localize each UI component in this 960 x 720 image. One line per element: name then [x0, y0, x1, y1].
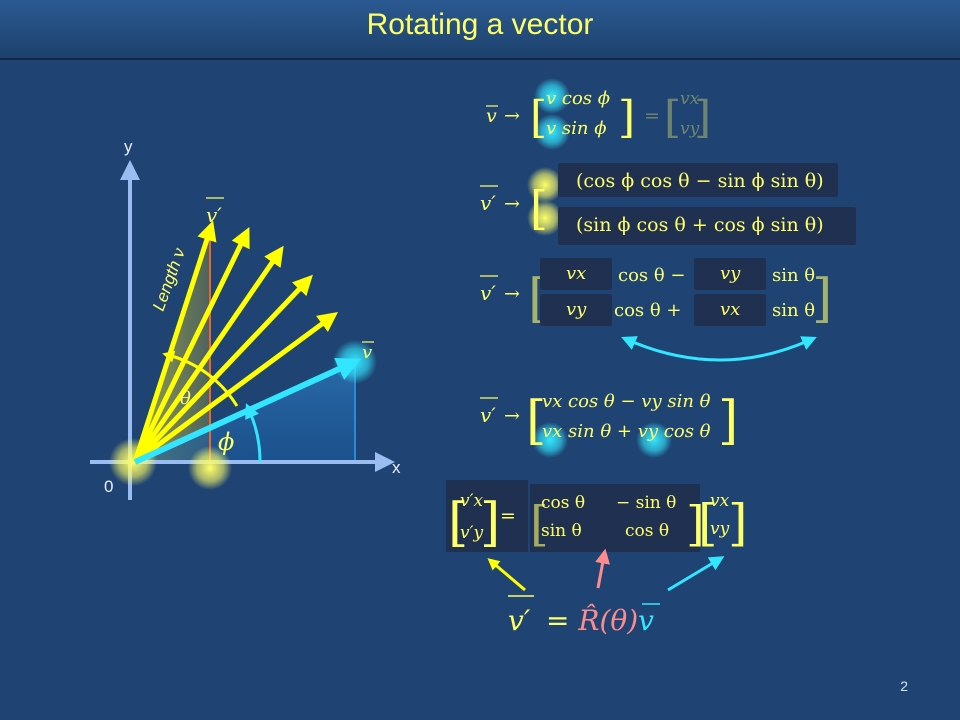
vprime-label: v′	[206, 203, 222, 227]
eq1-row1: v cos ϕ	[546, 88, 610, 109]
page-number: 2	[900, 678, 908, 694]
matrix-lhs-box	[446, 480, 528, 552]
eq2-lhs: v′	[480, 191, 496, 215]
rotation-matrix-box	[530, 484, 700, 552]
col-rb: ]	[728, 494, 748, 552]
matrix-lhs-2: v′y	[460, 523, 483, 543]
eq4-row1: vx cos θ − vy sin θ	[542, 391, 711, 412]
eq2-glow-top	[527, 167, 563, 203]
eq1-c1: vx	[680, 89, 700, 109]
eq3-arrow: →	[504, 283, 520, 305]
eq3-box-a2	[540, 294, 612, 326]
eq2-box-1	[558, 163, 838, 197]
eq3-box-b1	[694, 258, 766, 290]
eq1-glow-top	[534, 78, 570, 114]
eq3-rbracket: ]	[812, 269, 832, 329]
eq2-box-2	[558, 207, 856, 245]
eq3-box-a1	[540, 258, 612, 290]
eq2-glow-bot	[527, 200, 563, 236]
eq3-t1: cos θ −	[618, 265, 686, 286]
eq3-s1: sin θ	[772, 265, 816, 286]
eq3-s2: sin θ	[772, 300, 816, 321]
eq1-arrow: →	[504, 105, 520, 127]
swap-arc-arrow	[621, 336, 817, 362]
vprime-arrow-3	[132, 245, 284, 464]
matrix-lhs-1: v′x	[460, 491, 483, 511]
eq3-b2: vx	[720, 299, 741, 320]
theta-label: θ	[180, 388, 191, 409]
vprime-arrow-5	[133, 312, 339, 465]
eq1-rbracket2: ]	[694, 92, 711, 143]
theta-arc	[162, 350, 239, 407]
eq4-arrow: →	[504, 405, 520, 427]
eq1-rbracket: ]	[618, 92, 635, 143]
phi-arc	[245, 403, 262, 463]
final-rhs: = R̂(θ)v	[546, 604, 654, 637]
pointer-lhs	[487, 558, 526, 592]
eq1-lbracket: [	[530, 92, 547, 143]
slide-title: Rotating a vector	[366, 8, 594, 41]
eq1-row2: v sin ϕ	[546, 118, 606, 139]
pointer-v	[667, 556, 725, 592]
rot-m12: − sin θ	[616, 493, 676, 513]
pointer-rotation	[595, 548, 610, 589]
matrix-eq: =	[500, 505, 516, 527]
origin-label: 0	[104, 477, 113, 496]
eq3-box-b2	[694, 294, 766, 326]
eq3-lhs: v′	[480, 281, 496, 305]
eq4-row2: vx sin θ + vy cos θ	[542, 421, 711, 442]
vprime-arrow-4	[133, 274, 313, 464]
col-lb: [	[698, 494, 718, 552]
eq3-a2: vy	[566, 299, 587, 320]
eq2-box-2-text: (sin ϕ cos θ + cos ϕ sin θ)	[576, 214, 824, 236]
eq4-glow-right	[636, 422, 672, 458]
col-1: vx	[710, 491, 730, 511]
eq1-lbracket2: [	[664, 92, 681, 143]
matrix-lhs-lb: [	[448, 493, 468, 553]
eq4-lbracket: [	[526, 391, 546, 451]
rot-rb: ]	[686, 496, 705, 552]
y-axis-label: y	[124, 137, 133, 156]
title-bar	[0, 0, 960, 60]
v-arrow	[133, 358, 361, 465]
eq1-glow-bot	[534, 114, 570, 150]
rot-m11: cos θ	[541, 493, 585, 513]
eq1-c2: vy	[680, 119, 700, 139]
vprime-arrow-2	[132, 227, 250, 464]
rot-lb: [	[530, 496, 549, 552]
rot-m22: cos θ	[625, 521, 669, 541]
vprime-x-glow	[188, 446, 232, 490]
eq2-box-1-text: (cos ϕ cos θ − sin ϕ sin θ)	[576, 170, 824, 192]
col-2: vy	[710, 519, 730, 539]
eq4-rbracket: ]	[718, 391, 738, 451]
x-axis-label: x	[392, 458, 401, 477]
eq4-glow-left	[532, 422, 568, 458]
eq3-a1: vx	[566, 263, 587, 284]
eq2-arrow: →	[504, 193, 520, 215]
eq1-eq: =	[644, 105, 660, 127]
v-label: v	[362, 342, 372, 363]
phi-label: ϕ	[218, 428, 234, 456]
final-lhs: v′	[508, 604, 531, 637]
matrix-lhs-rb: ]	[480, 493, 500, 553]
eq2-lbracket: [	[530, 181, 548, 235]
eq3-t2: cos θ +	[614, 300, 682, 321]
rot-m21: sin θ	[541, 521, 582, 541]
eq1-lhs: v	[486, 105, 497, 127]
eq4-lhs: v′	[480, 403, 496, 427]
vprime-arrow-1	[132, 220, 217, 463]
eq3-b1: vy	[720, 263, 741, 284]
